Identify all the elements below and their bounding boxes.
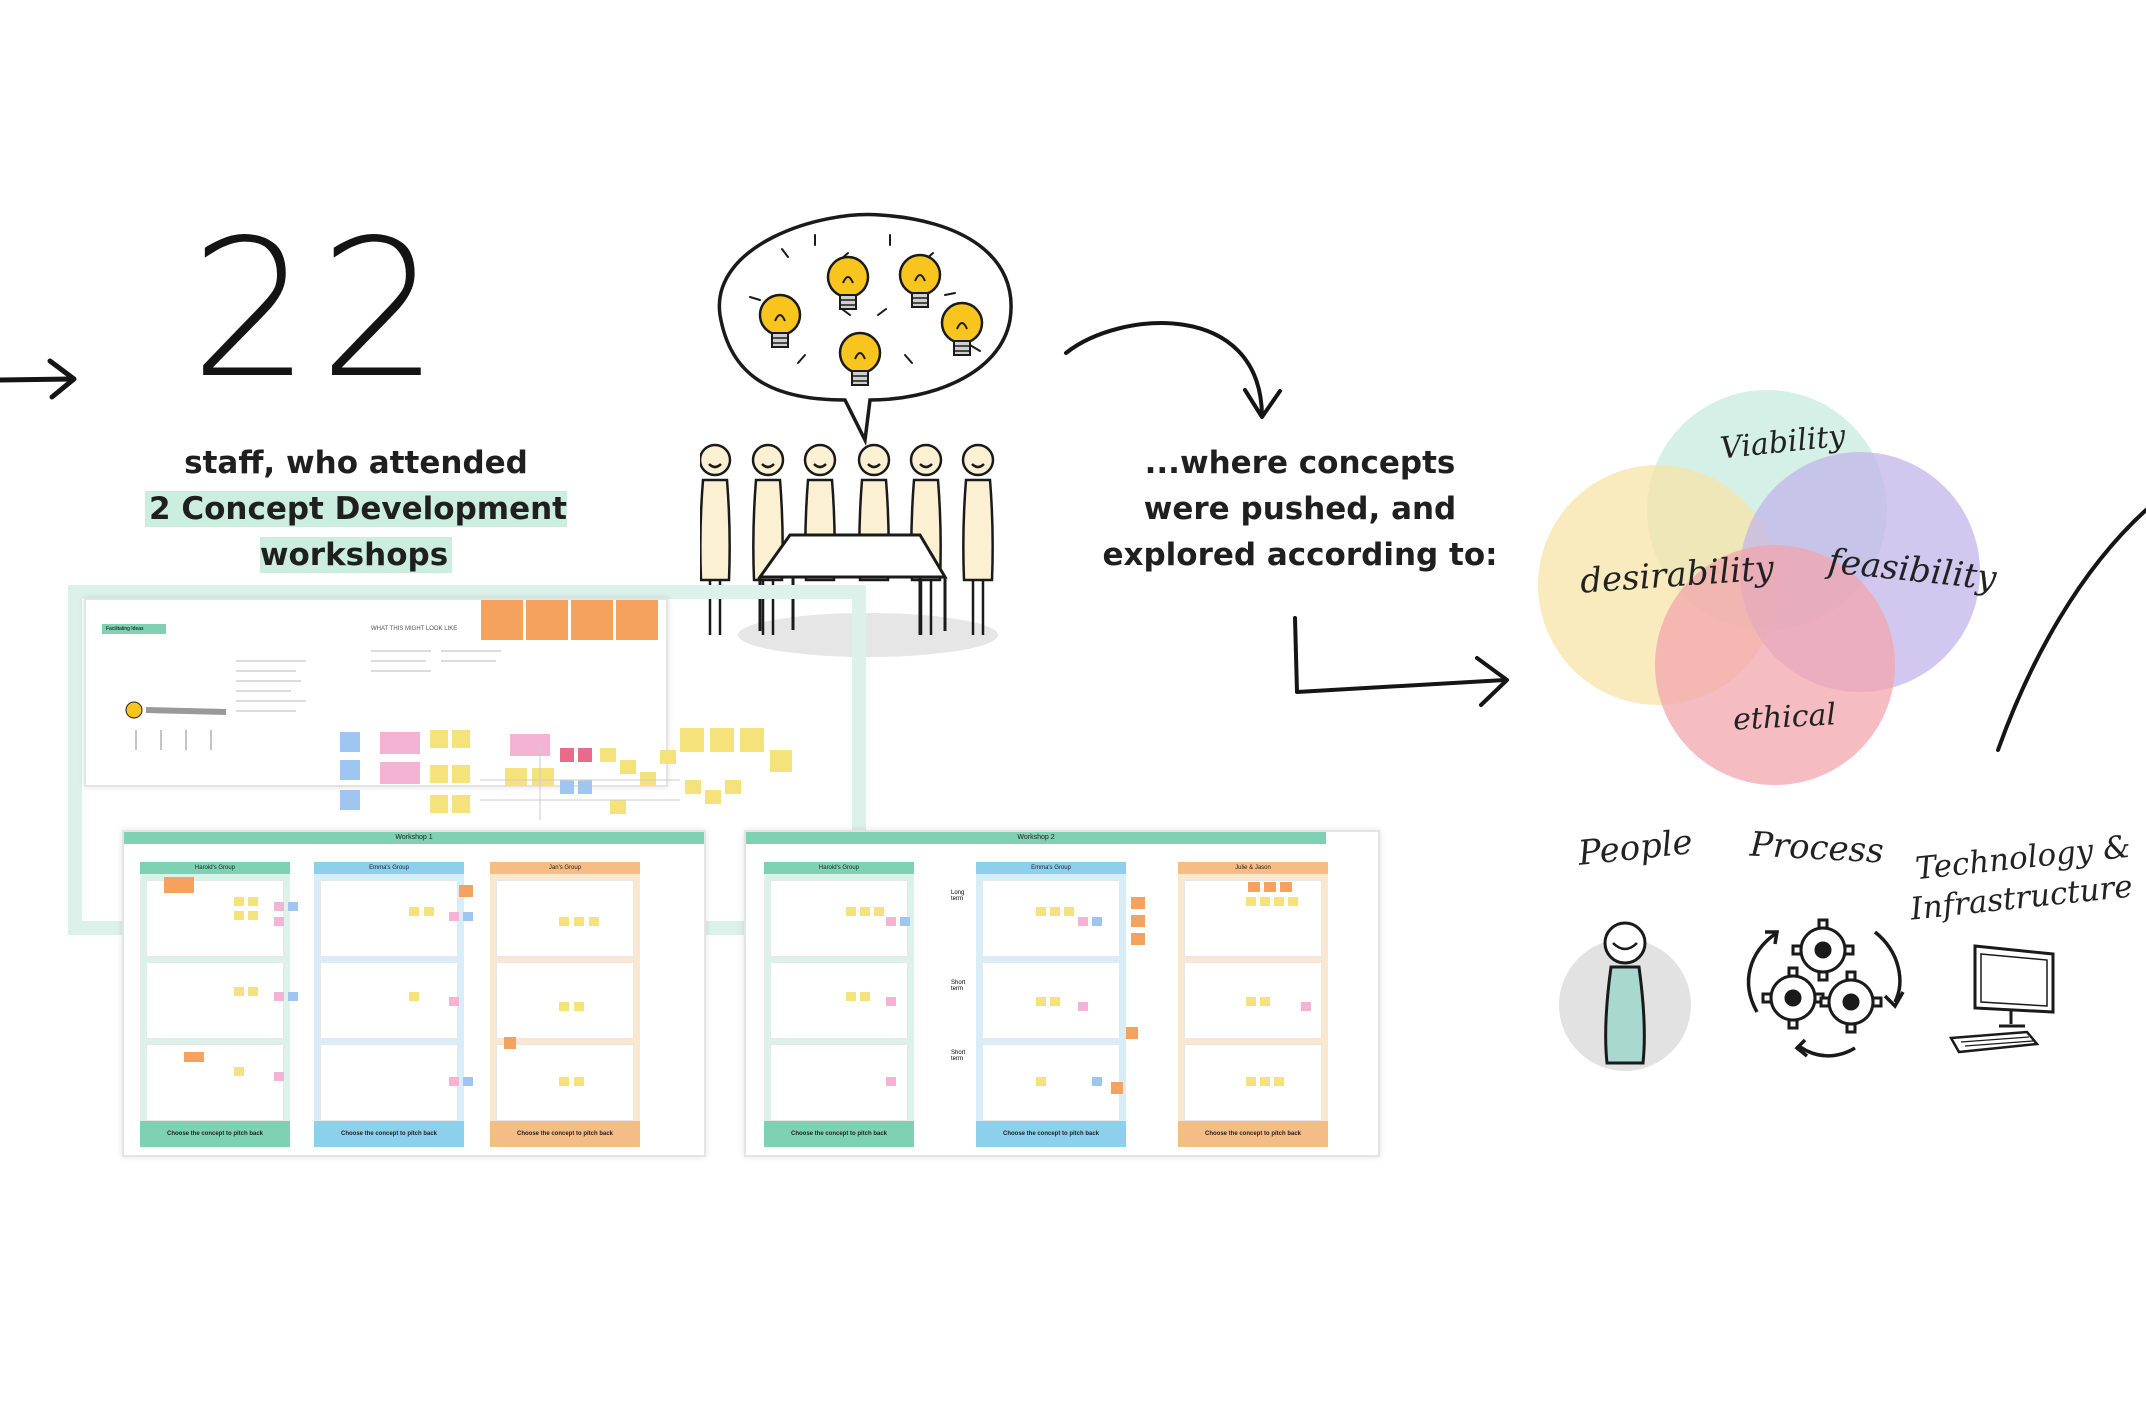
w1-group-3-title: Jan's Group: [490, 862, 640, 874]
w2-side-label-3: Short term: [951, 1050, 966, 1062]
venn-ethical-label: ethical: [1732, 697, 1837, 738]
computer-icon: [1948, 944, 2055, 1054]
w2-group-3-footer: Choose the concept to pitch back: [1178, 1121, 1328, 1147]
w2-sticky-notes: [846, 882, 1311, 1094]
staff-caption-line: staff, who attended: [184, 445, 528, 481]
w2-group-1: Harold's Group Choose the concept to pit…: [764, 862, 914, 1147]
explore-caption: ...where concepts were pushed, and explo…: [1090, 440, 1510, 578]
ideas-board-title: Facilitating Ideas: [102, 624, 166, 634]
venn-ethical-circle: [1655, 545, 1895, 785]
w1-group-2-title: Emma's Group: [314, 862, 464, 874]
workshop-2-title: Workshop 2: [1017, 834, 1055, 841]
left-arrow-icon: [0, 358, 77, 400]
elbow-arrow-icon: [1293, 616, 1509, 707]
staff-count: 22: [190, 199, 448, 420]
w2-side-label-1: Long term: [951, 890, 965, 902]
mini-bulb-sketch: [125, 701, 227, 750]
curved-arrow-icon: [1064, 321, 1282, 419]
w1-group-2-footer: Choose the concept to pitch back: [314, 1121, 464, 1147]
explore-line-1: ...where concepts: [1144, 445, 1456, 481]
w2-side-label-2: Short term: [951, 980, 966, 992]
process-label: Process: [1749, 824, 1885, 872]
w1-group-1-footer: Choose the concept to pitch back: [140, 1121, 290, 1147]
w1-group-1: Harold's Group Choose the concept to pit…: [140, 862, 290, 1147]
people-label: People: [1576, 822, 1695, 874]
w1-group-3: Jan's Group Choose the concept to pitch …: [490, 862, 640, 1147]
w2-group-2-footer: Choose the concept to pitch back: [976, 1121, 1126, 1147]
workshop-1-board[interactable]: Workshop 1 Harold's Group Choose the con…: [122, 830, 706, 1157]
ideas-board-heading: WHAT THIS MIGHT LOOK LIKE: [371, 626, 458, 632]
workshop-2-board[interactable]: Workshop 2 Harold's Group Choose the con…: [744, 830, 1380, 1157]
explore-line-3: explored according to:: [1102, 537, 1498, 573]
decorative-stroke: [1996, 508, 2146, 752]
w2-group-1-footer: Choose the concept to pitch back: [764, 1121, 914, 1147]
w2-group-2-title: Emma's Group: [976, 862, 1126, 874]
sticky-cluster: [340, 728, 792, 820]
workshop-1-title: Workshop 1: [395, 834, 433, 841]
workshops-highlight: 2 Concept Development workshops: [144, 491, 567, 573]
process-gears-icon: [1746, 918, 1905, 1058]
w2-group-1-title: Harold's Group: [764, 862, 914, 874]
w2-group-3-title: Julie & Jason: [1178, 862, 1328, 874]
w1-group-1-title: Harold's Group: [140, 862, 290, 874]
person-icon: [1559, 921, 1691, 1071]
staff-caption: staff, who attended 2 Concept Developmen…: [66, 440, 646, 578]
explore-line-2: were pushed, and: [1143, 491, 1457, 527]
venn-diagram: [1538, 390, 1980, 785]
w1-sticky-notes: [164, 877, 599, 1086]
w1-group-3-footer: Choose the concept to pitch back: [490, 1121, 640, 1147]
